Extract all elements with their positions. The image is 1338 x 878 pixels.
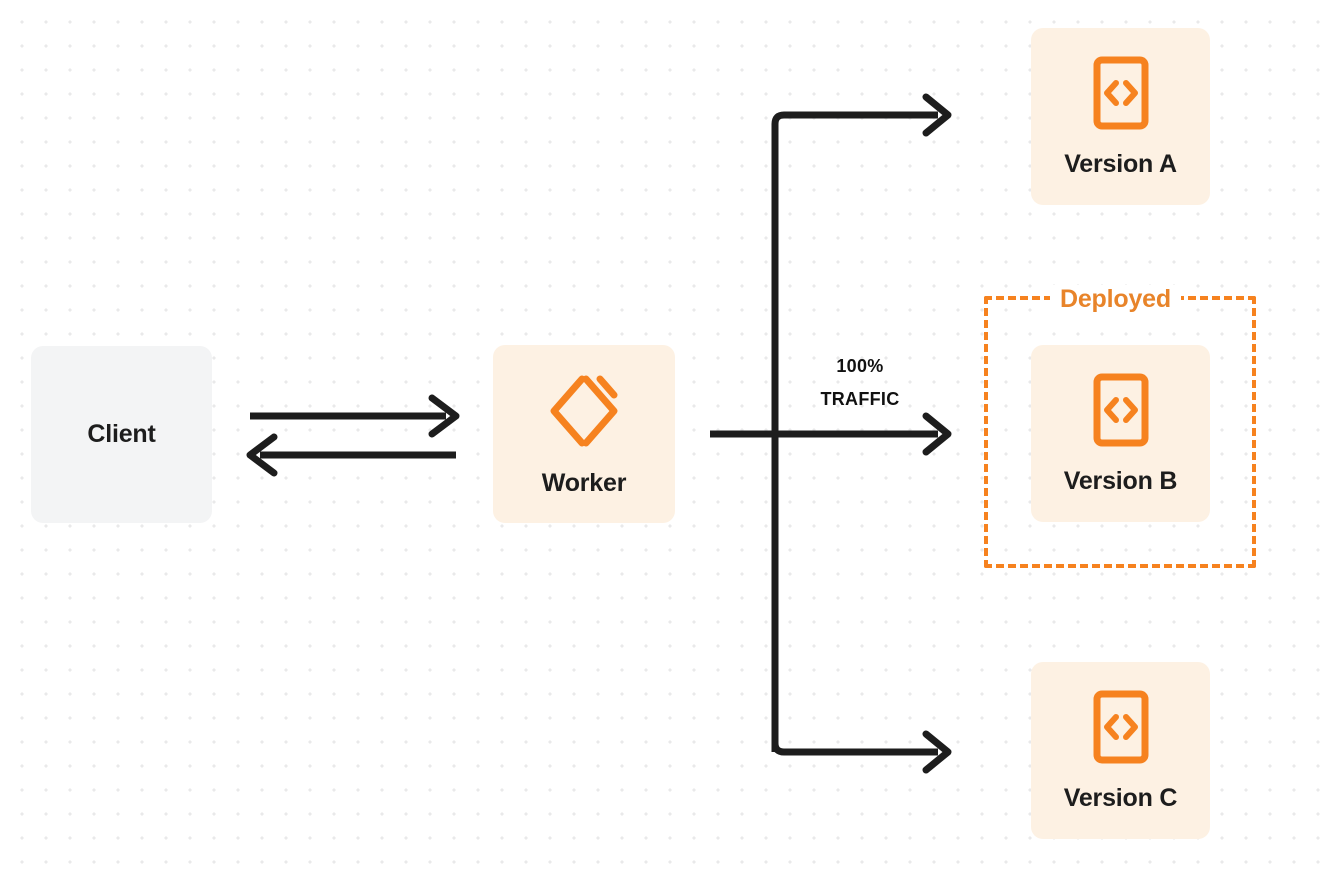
edge-worker-to-client [246, 433, 456, 477]
code-brackets-icon [1093, 56, 1149, 130]
edge-client-to-worker [250, 394, 460, 438]
node-version-b[interactable]: Version B [1031, 345, 1210, 522]
edge-worker-to-version-a [771, 93, 952, 752]
traffic-percent-text: 100% [836, 356, 884, 376]
deployed-label: Deployed [1050, 285, 1181, 313]
node-worker-label: Worker [541, 468, 627, 497]
edge-worker-to-version-b [710, 412, 952, 456]
node-worker[interactable]: Worker [493, 345, 675, 523]
node-client-label: Client [87, 420, 156, 448]
code-brackets-icon [1093, 690, 1149, 764]
node-version-a-label: Version A [1064, 150, 1177, 178]
edge-worker-to-version-c [771, 730, 952, 774]
node-version-c[interactable]: Version C [1031, 662, 1210, 839]
node-version-b-label: Version B [1063, 467, 1178, 495]
traffic-word-text: TRAFFIC [820, 389, 900, 409]
traffic-annotation: 100% TRAFFIC [790, 350, 930, 416]
node-version-c-label: Version C [1063, 784, 1178, 812]
node-client[interactable]: Client [31, 346, 212, 523]
node-version-a[interactable]: Version A [1031, 28, 1210, 205]
code-brackets-icon [1093, 373, 1149, 447]
workers-chevron-icon [548, 373, 620, 449]
